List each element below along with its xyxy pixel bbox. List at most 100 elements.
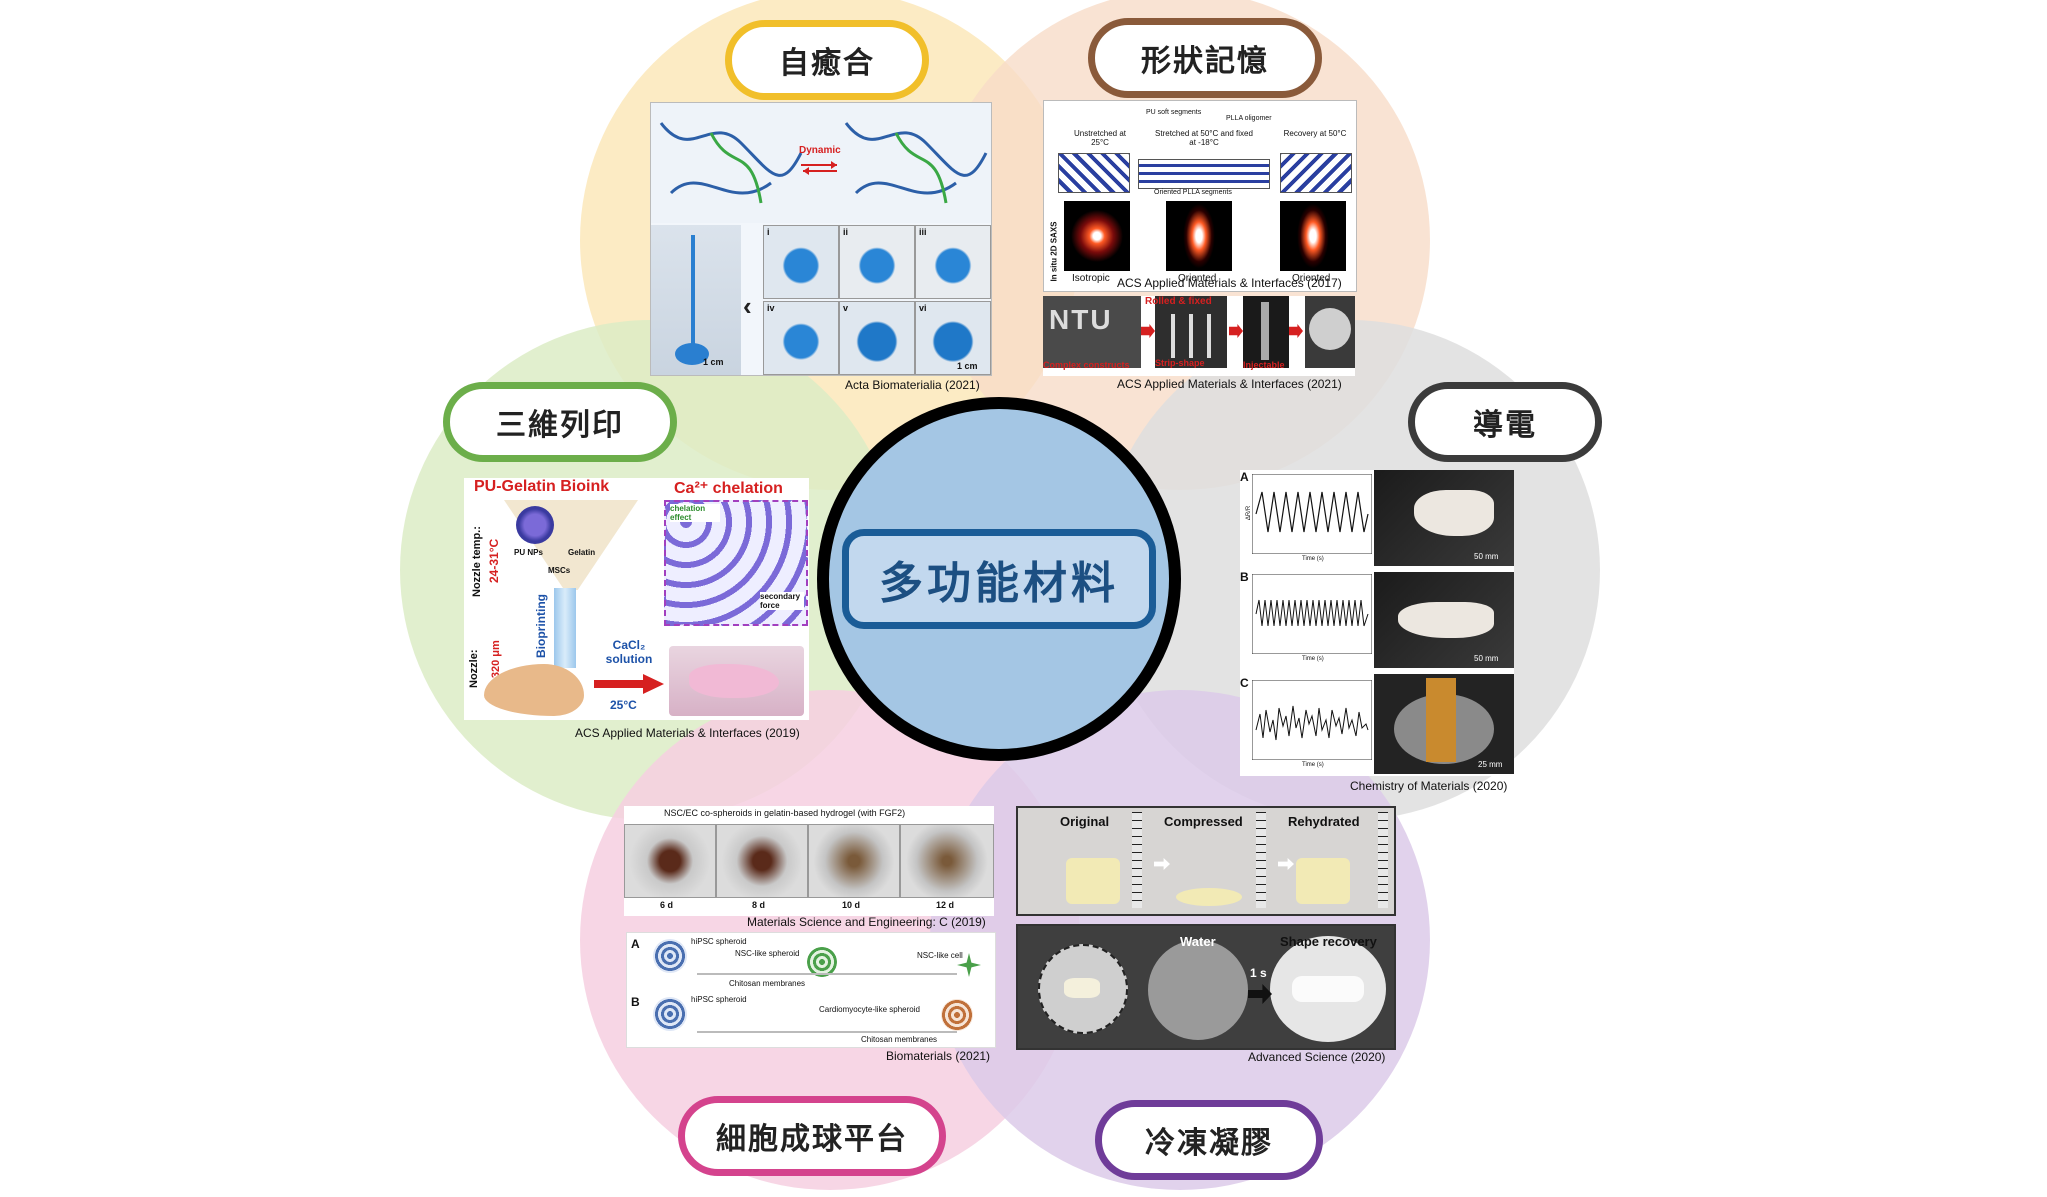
saxs-label: In situ 2D SAXS <box>1049 221 1059 282</box>
day-12: 12 d <box>936 900 955 910</box>
red-arrow-icon <box>594 674 664 694</box>
day-10: 10 d <box>842 900 861 910</box>
spheroid-figure-2: A B hiPSC spheroid NSC-like spheroid NSC… <box>626 932 996 1048</box>
compressed-label: Compressed <box>1164 814 1243 829</box>
spheroid-hipsc-b <box>653 997 687 1031</box>
original-label: Original <box>1060 814 1110 829</box>
center-ring: 多功能材料 <box>817 397 1181 761</box>
spheroid-citation-1: Materials Science and Engineering: C (20… <box>747 915 986 929</box>
injectable-label: Injectable <box>1243 360 1285 370</box>
arrow-icon <box>1141 324 1155 338</box>
spheroid-nsc <box>807 947 837 977</box>
tissue-photo-c: 25 mm <box>1374 674 1514 774</box>
nozzle-temp-label: Nozzle temp.: <box>471 526 483 597</box>
roman-iii: iii <box>919 227 927 237</box>
signal-plot-b <box>1252 574 1372 654</box>
healing-grid: i ii iii iv v vi 1 cm <box>763 225 991 375</box>
membrane-a <box>697 973 957 975</box>
spheroid-hipsc-a <box>653 939 687 973</box>
dish-left <box>1038 944 1128 1034</box>
shape-memory-photos: NTU Rolled & fixed Strip-shape Complex c… <box>1043 296 1355 376</box>
saxs-oriented-1 <box>1166 201 1232 271</box>
saxs-isotropic <box>1064 201 1130 271</box>
dish-photo <box>1305 296 1355 368</box>
label-self-healing: 自癒合 <box>725 20 929 100</box>
strip-photo <box>1155 296 1227 368</box>
printed-construct-photo <box>669 646 804 716</box>
roman-ii: ii <box>843 227 849 237</box>
rehydrated-label: Rehydrated <box>1288 814 1360 829</box>
time-axis-b: Time (s) <box>1302 656 1324 662</box>
center-disc: 多功能材料 <box>829 409 1169 749</box>
cryogel-figure-1: Original Compressed Rehydrated <box>1016 806 1396 916</box>
dynamic-label: Dynamic <box>799 145 841 156</box>
arrow-icon-2 <box>1229 324 1243 338</box>
black-arrow-icon <box>1248 984 1272 1004</box>
gel-compressed <box>1176 888 1242 906</box>
saxs-oriented-2 <box>1280 201 1346 271</box>
strip-label: Strip-shape <box>1155 358 1205 368</box>
ca-title: Ca²⁺ chelation <box>674 480 783 497</box>
gelatin-label: Gelatin <box>568 548 596 557</box>
chitosan-label-a: Chitosan membranes <box>729 979 806 988</box>
state-unstretched: Unstretched at 25°C <box>1073 129 1127 147</box>
chevron-icon: ‹ <box>743 291 752 321</box>
hipsc-label-b: hiPSC spheroid <box>691 995 747 1004</box>
network-illustration <box>651 103 991 223</box>
nsc-like-label: NSC-like spheroid <box>735 949 800 958</box>
scale-c: 25 mm <box>1478 760 1503 769</box>
syringe-photo-2 <box>1243 296 1289 368</box>
legend-plla: PLLA oligomer <box>1226 115 1272 122</box>
ear-construct <box>484 664 584 716</box>
bioink-title: PU-Gelatin Bioink <box>474 478 610 495</box>
oriented-segments: Oriented PLLA segments <box>1154 189 1232 196</box>
roman-iv: iv <box>767 303 775 313</box>
scale-bar-right: 1 cm <box>957 361 978 371</box>
white-arrow-icon-1 <box>1154 858 1170 870</box>
secondary-label: secondary force <box>760 592 804 610</box>
glove-photo-a: 50 mm <box>1374 470 1514 566</box>
chitosan-label-b: Chitosan membranes <box>861 1035 938 1044</box>
micrograph-12d <box>900 824 994 898</box>
ntu-text: NTU <box>1049 304 1113 335</box>
gel-original <box>1066 858 1120 904</box>
oriented-label-1: Oriented <box>1178 273 1217 284</box>
bioprinting-label: Bioprinting <box>534 594 548 658</box>
cardio-label: Cardiomyocyte-like spheroid <box>819 1005 920 1014</box>
row-a-label: A <box>1240 470 1249 484</box>
syringe-photo <box>651 225 741 375</box>
temp-25: 25°C <box>610 698 637 712</box>
row-a: A <box>631 937 640 951</box>
nsc-cell-label: NSC-like cell <box>917 951 963 960</box>
micrograph-8d <box>716 824 808 898</box>
rolled-label: Rolled & fixed <box>1145 296 1212 307</box>
ruler-3 <box>1378 812 1388 908</box>
label-conductive: 導電 <box>1408 382 1602 462</box>
scale-b: 50 mm <box>1474 654 1499 663</box>
oriented-label-2: Oriented <box>1292 273 1331 284</box>
legend-soft: PU soft segments <box>1146 109 1202 116</box>
glove-photo-b: 50 mm <box>1374 572 1514 668</box>
roman-vi: vi <box>919 303 927 313</box>
printing-citation: ACS Applied Materials & Interfaces (2019… <box>575 726 800 740</box>
micrograph-6d <box>624 824 716 898</box>
membrane-b <box>697 1031 957 1033</box>
roman-i: i <box>767 227 770 237</box>
roman-v: v <box>843 303 849 313</box>
shape-memory-citation-2: ACS Applied Materials & Interfaces (2021… <box>1117 377 1342 391</box>
spheroid-figure-1: NSC/EC co-spheroids in gelatin-based hyd… <box>624 806 994 916</box>
schematic-recovery <box>1280 153 1352 193</box>
water-label: Water <box>1180 934 1216 949</box>
conductive-citation: Chemistry of Materials (2020) <box>1350 779 1508 793</box>
hipsc-label-a: hiPSC spheroid <box>691 937 747 946</box>
day-6: 6 d <box>660 900 674 910</box>
schematic-unstretched <box>1058 153 1130 193</box>
arrow-icon-3 <box>1289 324 1303 338</box>
temp-range: 24-31°C <box>487 538 501 583</box>
spheroid-cardio <box>941 999 973 1031</box>
gel-rehydrated <box>1296 858 1350 904</box>
printing-figure: PU-Gelatin Bioink Ca²⁺ chelation PU NPs … <box>464 478 809 720</box>
cryogel-figure-2: Water Shape recovery 1 s <box>1016 924 1396 1050</box>
label-cryogel: 冷凍凝膠 <box>1095 1100 1323 1180</box>
state-stretched: Stretched at 50°C and fixed at -18°C <box>1155 129 1253 147</box>
